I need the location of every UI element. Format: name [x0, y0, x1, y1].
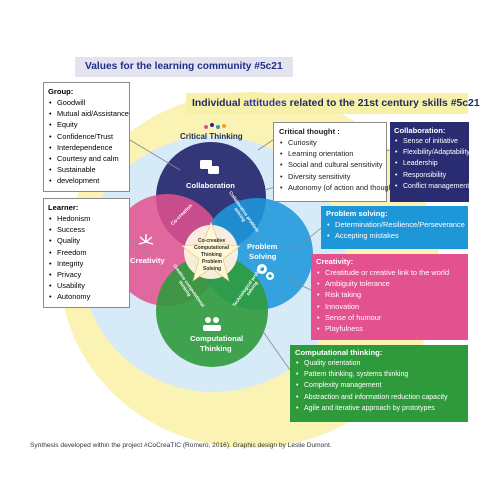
critical-thought-box: Critical thought : Curiosity Learning or…: [273, 122, 397, 202]
computational-label-2: Thinking: [200, 344, 232, 353]
list-item: Privacy: [48, 269, 125, 280]
list-item: Interdependence: [48, 142, 125, 153]
learner-title: Learner:: [48, 203, 79, 212]
list-item: Flexibility/Adaptability: [394, 147, 470, 158]
list-item: Equity: [48, 119, 125, 130]
list-item: Accepting mistakes: [326, 230, 463, 241]
creativity-list: Creatitude or creative link to the world…: [316, 267, 463, 334]
collaboration-list: Sense of initiative Flexibility/Adaptabi…: [394, 136, 470, 192]
collaboration-label: Collaboration: [186, 181, 235, 190]
critical-thought-list: Curiosity Learning orientation Social an…: [279, 137, 397, 193]
banner-individual: Individual attitudes related to the 21st…: [186, 93, 480, 114]
critical-thinking-label: Critical Thinking: [180, 132, 243, 141]
collaboration-title: Collaboration:: [394, 126, 446, 135]
list-item: Determination/Resilience/Perseverance: [326, 219, 465, 230]
chat-bubble-icon: [200, 160, 219, 174]
list-item: Freedom: [48, 247, 125, 258]
list-item: Sense of initiative: [394, 136, 465, 147]
list-item: Diversity sensitivity: [279, 171, 381, 182]
center-label-3: Thinking: [201, 252, 222, 258]
list-item: Sense of humour: [316, 312, 463, 323]
list-item: Playfulness: [316, 323, 463, 334]
group-values-box: Group: Goodwill Mutual aid/Assistance Eq…: [43, 82, 130, 192]
learner-values-box: Learner: Hedonism Success Quality Freedo…: [43, 198, 130, 308]
people-icon: [203, 317, 221, 331]
group-list: Goodwill Mutual aid/Assistance Equity Co…: [48, 97, 129, 187]
banner-individual-prefix: Individual: [192, 98, 244, 109]
banner-individual-text: related to the 21st century skills: [286, 98, 451, 109]
creativity-title: Creativity:: [316, 257, 354, 266]
list-item: Confidence/Trust: [48, 131, 125, 142]
banner-values: Values for the learning community #5c21: [75, 57, 293, 77]
group-title: Group:: [48, 87, 74, 96]
critical-thought-title: Critical thought :: [279, 127, 340, 136]
computational-label-1: Computational: [190, 334, 244, 343]
collaboration-box: Collaboration: Sense of initiative Flexi…: [390, 122, 470, 202]
list-item: Ambiguity tolerance: [316, 278, 463, 289]
list-item: Quality orientation: [295, 358, 463, 369]
list-item: Curiosity: [279, 137, 381, 148]
list-item: Sustainable: [48, 164, 125, 175]
list-item: Quality: [48, 235, 125, 246]
creativity-box: Creativity: Creatitude or creative link …: [311, 254, 468, 340]
list-item: Leadership: [394, 158, 465, 169]
computational-title: Computational thinking:: [295, 348, 383, 357]
burst-icon: [138, 234, 154, 245]
lightbulb-icon: [204, 123, 226, 129]
list-item: Learning orientation: [279, 148, 381, 159]
computational-list: Quality orientation Pattern thinking, sy…: [295, 358, 463, 414]
computational-thinking-box: Computational thinking: Quality orientat…: [290, 345, 468, 422]
list-item: Risk taking: [316, 289, 463, 300]
problem-solving-label-1: Problem: [247, 242, 278, 251]
center-label-2: Computational: [194, 245, 229, 251]
problem-solving-list: Determination/Resilience/Perseverance Ac…: [326, 219, 465, 242]
list-item: Creatitude or creative link to the world: [316, 267, 463, 278]
banner-values-tag: #5c21: [254, 61, 283, 72]
center-star: [181, 221, 241, 282]
banner-individual-accent: attitudes: [243, 98, 287, 109]
list-item: Conflict management: [394, 181, 469, 192]
problem-solving-box: Problem solving: Determination/Resilienc…: [321, 206, 468, 249]
center-label-1: Co-creative: [198, 238, 226, 244]
center-label-5: Solving: [203, 266, 222, 272]
list-item: Innovation: [316, 301, 463, 312]
list-item: Autonomy: [48, 291, 125, 302]
list-item: Abstraction and information reduction ca…: [295, 392, 463, 403]
creativity-label: Creativity: [130, 256, 165, 265]
banner-individual-tag: #5c21: [450, 98, 480, 109]
circle-computational: [156, 255, 268, 367]
list-item: Agile and iterative approach by prototyp…: [295, 403, 463, 414]
list-item: Courtesy and calm: [48, 153, 125, 164]
banner-values-text: for the learning community: [117, 61, 255, 72]
learner-list: Hedonism Success Quality Freedom Integri…: [48, 213, 125, 303]
list-item: Pattern thinking, systems thinking: [295, 369, 463, 380]
list-item-continued: development: [48, 175, 125, 186]
list-item: Mutual aid/Assistance: [48, 108, 129, 119]
list-item: Integrity: [48, 258, 125, 269]
list-item: Complexity management: [295, 380, 463, 391]
list-item: Autonomy (of action and thought): [279, 182, 397, 193]
list-item: Success: [48, 224, 125, 235]
footer-credit: Synthesis developed within the project #…: [30, 442, 332, 449]
list-item: Hedonism: [48, 213, 125, 224]
center-label-4: Problem: [202, 259, 223, 265]
list-item: Responsibility: [394, 170, 465, 181]
problem-solving-label-2: Solving: [249, 252, 277, 261]
list-item: Social and cultural sensitivity: [279, 159, 382, 170]
problem-solving-title: Problem solving:: [326, 209, 388, 218]
list-item: Goodwill: [48, 97, 125, 108]
banner-values-prefix: Values: [85, 61, 118, 72]
list-item: Usability: [48, 280, 125, 291]
